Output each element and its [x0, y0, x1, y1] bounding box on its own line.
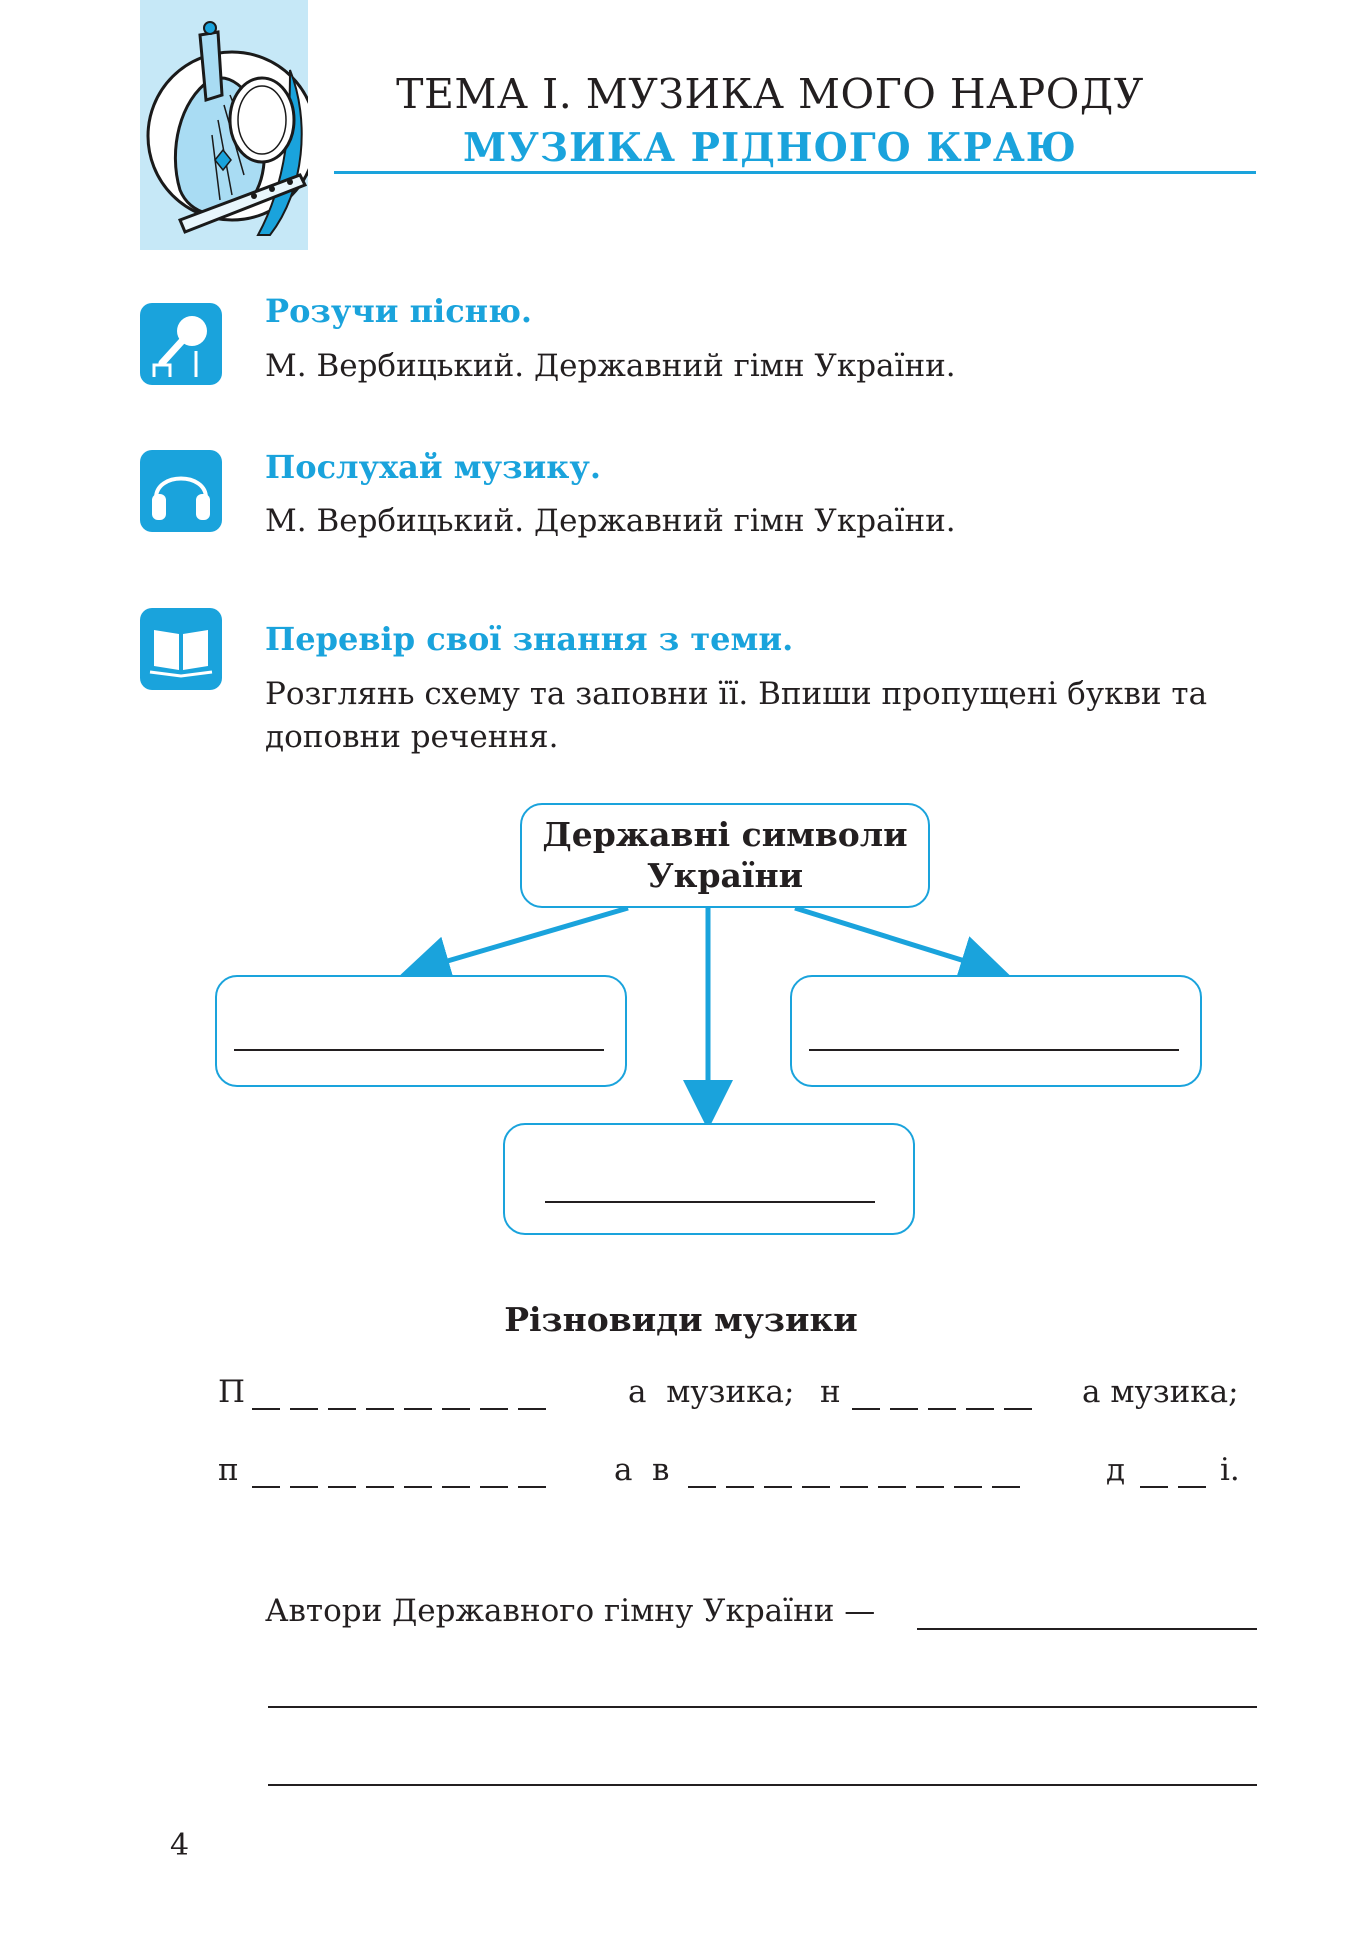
row1-blank-2[interactable]: [852, 1408, 1032, 1410]
row2-third-ending: і.: [1220, 1452, 1240, 1488]
section-check-text-line2: доповни речення.: [265, 719, 559, 755]
section-listen-text: М. Вербицький. Державний гімн України.: [265, 503, 956, 539]
section-check-heading: Перевір свої знання з теми.: [265, 620, 794, 658]
topic-title: ТЕМА І. МУЗИКА МОГО НАРОДУ: [396, 70, 1144, 118]
symbol-answer-line-bottom[interactable]: [545, 1201, 875, 1203]
authors-answer-line-3[interactable]: [268, 1784, 1257, 1786]
symbol-answer-box-bottom: [503, 1123, 915, 1235]
row1-first-letter: П: [218, 1374, 246, 1410]
authors-label: Автори Державного гімну України —: [265, 1593, 876, 1629]
symbol-answer-line-left[interactable]: [234, 1049, 604, 1051]
lesson-title: МУЗИКА РІДНОГО КРАЮ: [463, 125, 1077, 171]
symbol-answer-box-left: [215, 975, 627, 1087]
row2-blank-1[interactable]: [252, 1486, 546, 1488]
page-number: 4: [170, 1828, 190, 1863]
headphones-icon: [140, 450, 222, 532]
row2-first-letter: п: [218, 1452, 239, 1488]
row2-second-letter: в: [652, 1452, 670, 1488]
row2-third-letter: д: [1106, 1452, 1126, 1488]
bandura-illustration: [140, 0, 308, 250]
symbol-answer-box-right: [790, 975, 1202, 1087]
row1-second-letter: н: [820, 1374, 841, 1410]
row2-blank-2[interactable]: [688, 1486, 1020, 1488]
title-divider: [334, 171, 1256, 174]
music-types-title: Різновиди музики: [504, 1300, 858, 1339]
row2-first-ending: а: [614, 1452, 633, 1488]
microphone-icon: [140, 303, 222, 385]
row1-blank-1[interactable]: [252, 1408, 546, 1410]
row2-blank-3[interactable]: [1140, 1486, 1206, 1488]
authors-answer-line-1[interactable]: [917, 1628, 1257, 1630]
section-learn-song-heading: Розучи пісню.: [265, 292, 533, 330]
row1-second-ending: а музика;: [1082, 1374, 1239, 1410]
diagram-root-box: Державні символи України: [520, 803, 930, 908]
section-listen-heading: Послухай музику.: [265, 448, 601, 486]
diagram-root-line2: України: [646, 856, 804, 895]
section-learn-song-text: М. Вербицький. Державний гімн України.: [265, 348, 956, 384]
row1-first-ending: а музика;: [628, 1374, 795, 1410]
book-icon: [140, 608, 222, 690]
section-check-text-line1: Розглянь схему та заповни її. Впиши проп…: [265, 676, 1208, 712]
authors-answer-line-2[interactable]: [268, 1706, 1257, 1708]
diagram-root-line1: Державні символи: [542, 815, 908, 854]
symbol-answer-line-right[interactable]: [809, 1049, 1179, 1051]
